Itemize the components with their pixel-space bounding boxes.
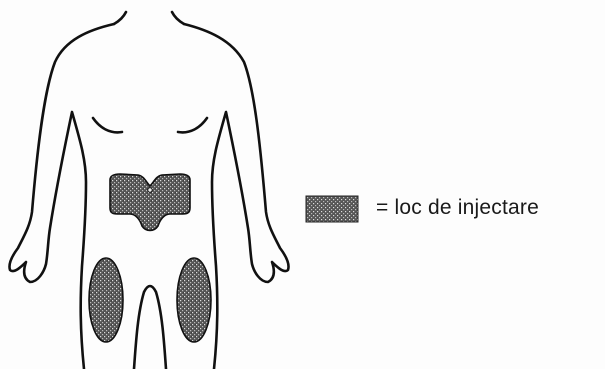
right-chest-line — [178, 118, 207, 132]
neck-left-line — [114, 12, 126, 24]
neck-right-line — [172, 12, 184, 24]
left-chest-line — [93, 118, 122, 132]
left-thigh-injection-site — [89, 258, 123, 342]
inner-leg-line — [134, 286, 166, 369]
legend-swatch — [305, 195, 359, 223]
right-thigh-injection-site — [177, 258, 211, 342]
injection-sites — [89, 174, 211, 342]
legend-label: = loc de injectare — [376, 196, 539, 220]
navel-mark — [148, 188, 152, 192]
abdomen-injection-site — [110, 174, 190, 231]
